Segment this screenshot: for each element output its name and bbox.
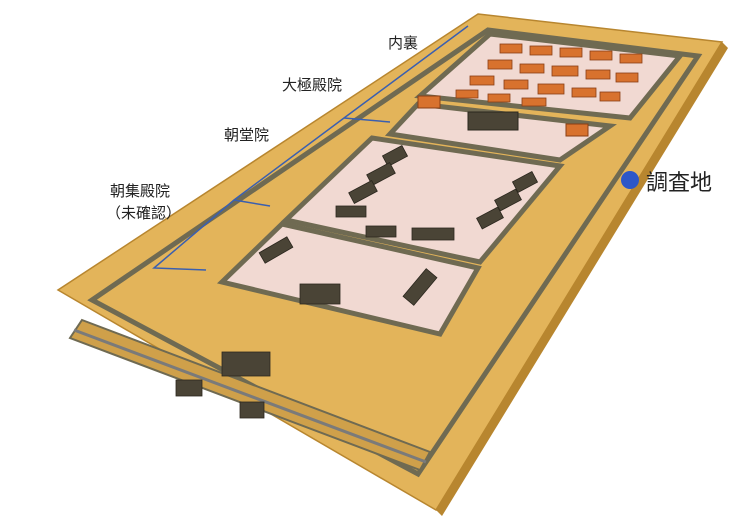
ground-shadow-edge	[436, 42, 728, 516]
label-choshuden-line2: （未確認）	[106, 204, 181, 222]
bracket-tick-dairi	[343, 117, 391, 123]
label-daigokuden: 大極殿院	[282, 76, 342, 94]
south-rail	[73, 328, 427, 464]
daigokuden-corner-hall-east	[565, 123, 589, 137]
bracket-tick-chodoin	[233, 199, 271, 207]
dot-icon	[621, 171, 639, 189]
label-choshuden-line1: 朝集殿院	[110, 182, 170, 200]
label-survey-site: 調査地	[646, 171, 712, 196]
chodoin-halls	[335, 144, 539, 241]
outer-wall	[87, 27, 703, 478]
daigokuden-wall	[384, 101, 617, 163]
label-dairi: 内裏	[388, 34, 418, 52]
daigokuden-hall	[467, 111, 519, 131]
south-gate-buildings	[175, 351, 271, 419]
daigokuden-corner-hall-west	[417, 95, 441, 109]
dairi-buildings	[455, 43, 643, 107]
choshuden-halls	[258, 236, 438, 306]
chodoin-wall	[280, 135, 565, 265]
label-chodoin: 朝堂院	[224, 126, 269, 144]
